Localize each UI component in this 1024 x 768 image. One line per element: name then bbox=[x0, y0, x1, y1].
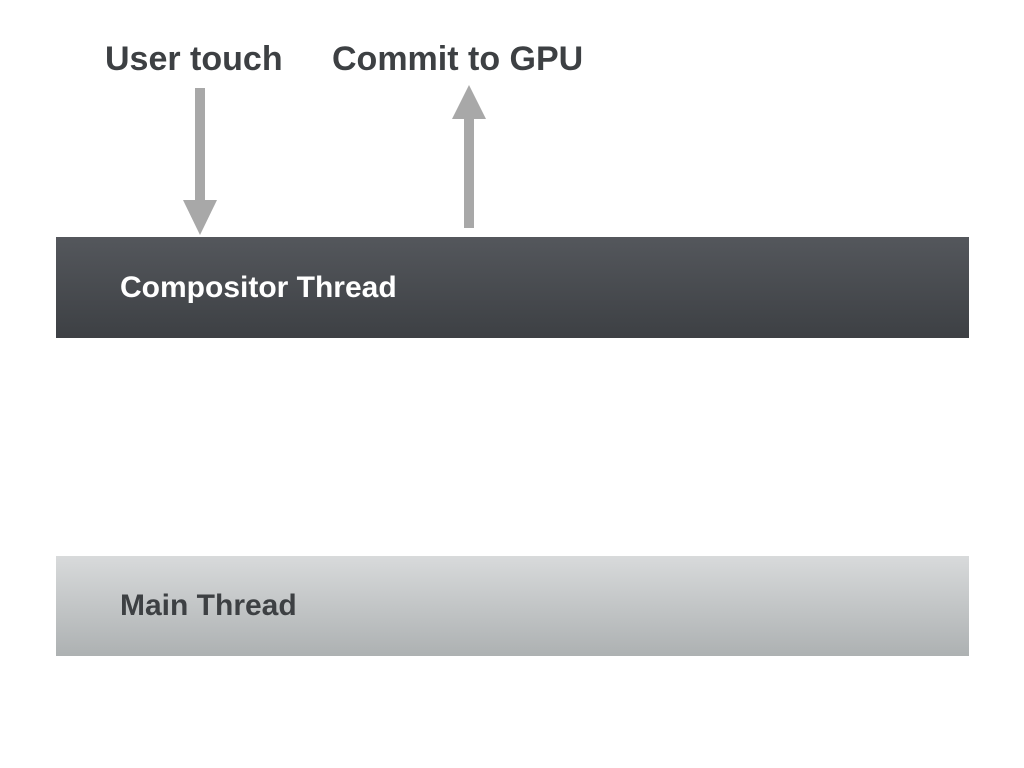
down-arrow-shaft bbox=[195, 88, 205, 204]
down-arrow-icon bbox=[183, 88, 217, 235]
compositor-thread-label: Compositor Thread bbox=[120, 270, 397, 304]
down-arrow-head bbox=[183, 200, 217, 235]
user-touch-label: User touch bbox=[105, 40, 283, 78]
up-arrow-shaft bbox=[464, 115, 474, 228]
up-arrow-head bbox=[452, 85, 486, 119]
compositor-thread-bar: Compositor Thread bbox=[56, 237, 969, 338]
commit-to-gpu-label: Commit to GPU bbox=[332, 40, 584, 78]
main-thread-label: Main Thread bbox=[120, 589, 297, 622]
up-arrow-icon bbox=[452, 85, 486, 228]
main-thread-bar: Main Thread bbox=[56, 556, 969, 656]
